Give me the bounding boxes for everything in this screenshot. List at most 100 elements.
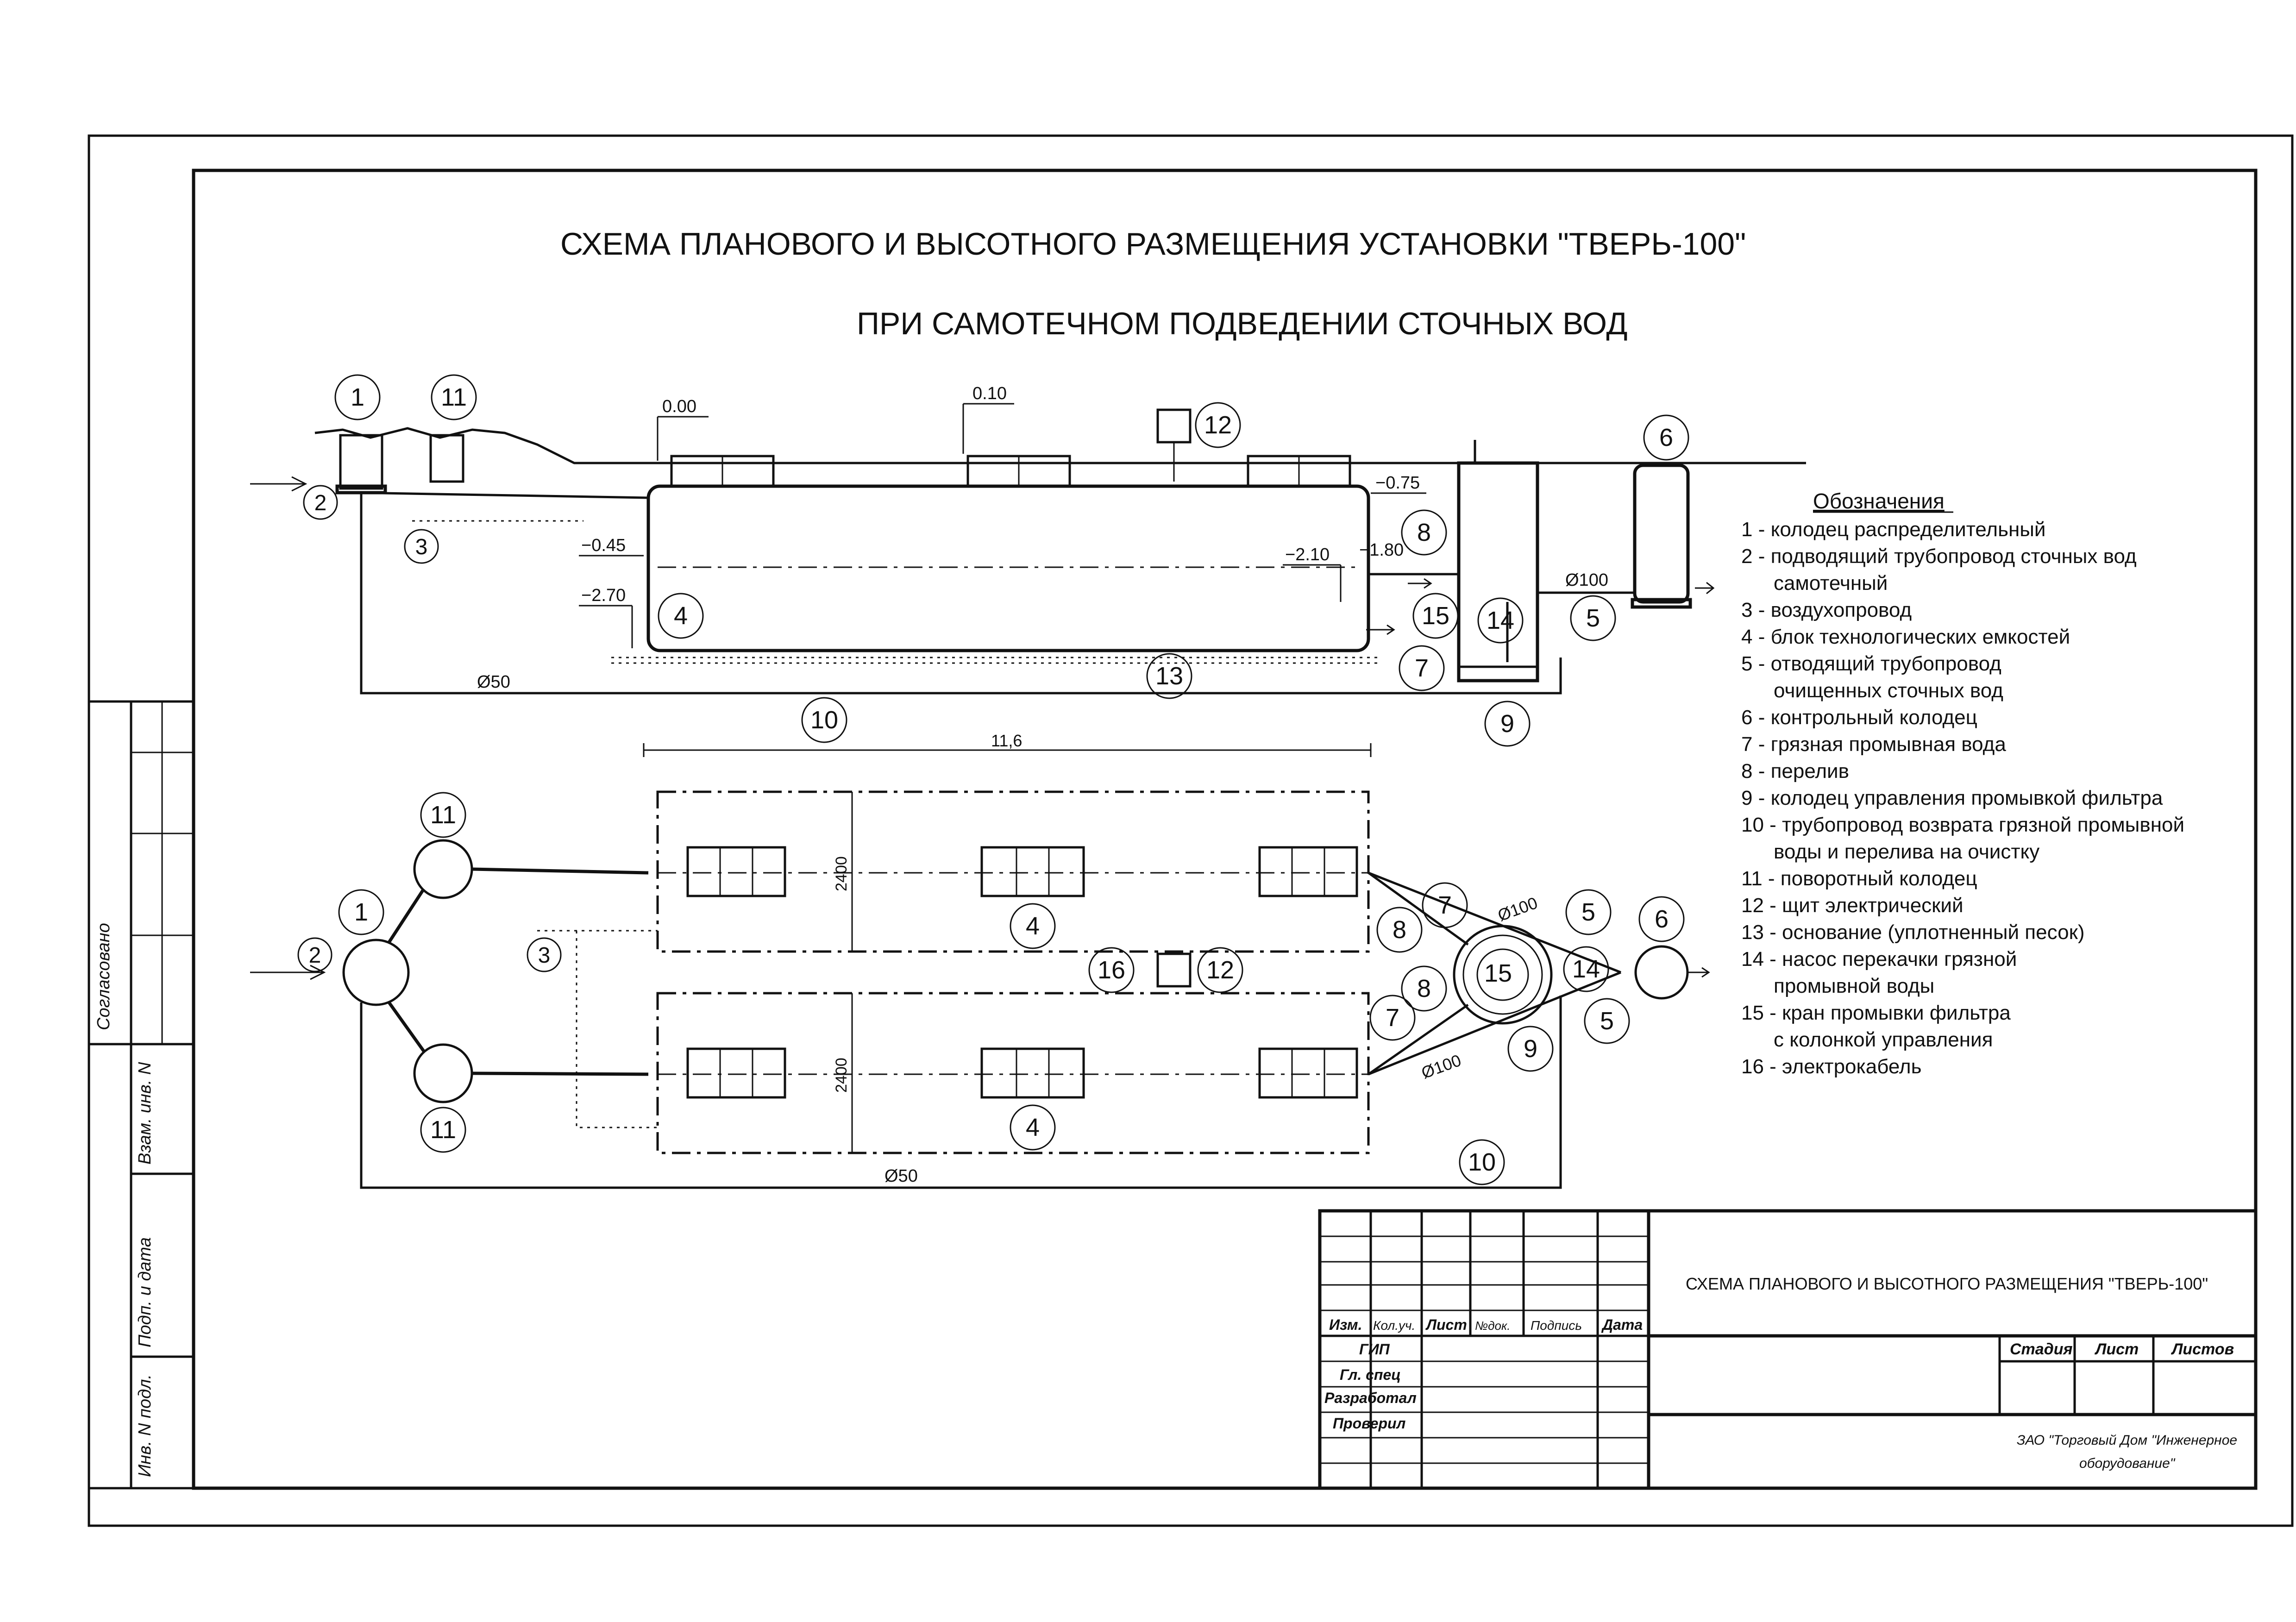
- tb-hdr-stadiya: Стадия: [2010, 1340, 2073, 1358]
- svg-text:2: 2: [314, 491, 327, 515]
- tb-col-podpis: Подпись: [1531, 1318, 1582, 1333]
- svg-text:12: 12: [1206, 956, 1234, 984]
- section-marker-5: 5: [1570, 595, 1616, 641]
- svg-text:3: 3: [538, 943, 551, 968]
- legend-item: 7 - грязная промывная вода: [1741, 733, 2006, 756]
- elev-0-00: 0.00: [662, 397, 696, 416]
- legend-item: 3 - воздухопровод: [1741, 599, 1912, 621]
- svg-text:11: 11: [441, 383, 467, 411]
- svg-text:7: 7: [1415, 654, 1429, 682]
- svg-text:4: 4: [1026, 912, 1040, 940]
- legend-item: 13 - основание (уплотненный песок): [1741, 921, 2084, 944]
- section-well-11: [429, 434, 464, 483]
- section-well-9: [1457, 461, 1539, 683]
- plan-tank-bottom: [656, 992, 1370, 1154]
- legend-item: 6 - контрольный колодец: [1741, 706, 1977, 729]
- tb-row-prover: Проверил: [1333, 1415, 1406, 1432]
- plan-marker-2: 2: [297, 937, 332, 972]
- elev-m2-10: −2.10: [1285, 545, 1330, 564]
- legend-item-continuation: с колонкой управления: [1774, 1028, 1993, 1051]
- svg-text:15: 15: [1484, 959, 1512, 987]
- legend-item: 1 - колодец распределительный: [1741, 518, 2046, 541]
- legend: Обозначения 1 - колодец распределительны…: [1741, 489, 2184, 1078]
- section-marker-1: 1: [334, 374, 381, 420]
- legend-item: 10 - трубопровод возврата грязной промыв…: [1741, 814, 2184, 836]
- section-marker-13: 13: [1146, 653, 1192, 699]
- section-marker-10: 10: [801, 697, 847, 743]
- side-strip: Согласовано Взам. инв. N Подп. и дата Ин…: [88, 700, 195, 1490]
- elev-0-10: 0.10: [972, 384, 1007, 403]
- legend-item-continuation: очищенных сточных вод: [1774, 679, 2003, 702]
- svg-text:14: 14: [1572, 955, 1600, 983]
- title-block: СХЕМА ПЛАНОВОГО И ВЫСОТНОГО РАЗМЕЩЕНИЯ "…: [1318, 1209, 2258, 1490]
- section-marker-15: 15: [1412, 593, 1459, 639]
- svg-text:6: 6: [1655, 905, 1669, 933]
- svg-text:5: 5: [1600, 1007, 1614, 1035]
- svg-text:16: 16: [1098, 956, 1125, 984]
- plan-marker-7-top: 7: [1422, 882, 1468, 928]
- plan-marker-7-bottom: 7: [1369, 995, 1416, 1041]
- tb-row-razrab: Разработал: [1324, 1390, 1417, 1406]
- plan-pipe-d100-bottom: Ø100: [1419, 1051, 1464, 1083]
- svg-text:5: 5: [1586, 604, 1600, 632]
- plan-marker-15: 15: [1484, 959, 1512, 987]
- elev-m2-70: −2.70: [581, 586, 626, 605]
- tb-company-line1: ЗАО "Торговый Дом "Инженерное: [2017, 1433, 2237, 1448]
- plan-well-11-bottom: [413, 1043, 473, 1103]
- legend-item: 8 - перелив: [1741, 760, 1849, 783]
- legend-item: 9 - колодец управления промывкой фильтра: [1741, 787, 2163, 809]
- legend-item: 12 - щит электрический: [1741, 894, 1964, 917]
- dim-width-bottom: 2400: [833, 1058, 850, 1093]
- svg-text:4: 4: [1026, 1114, 1040, 1141]
- svg-text:7: 7: [1386, 1004, 1399, 1032]
- dim-width-top: 2400: [833, 856, 850, 891]
- tb-hdr-list: Лист: [2094, 1340, 2139, 1358]
- plan-marker-5-bottom: 5: [1584, 998, 1630, 1044]
- section-marker-11: 11: [431, 374, 477, 420]
- svg-text:1: 1: [351, 383, 364, 411]
- plan-tank-top: [656, 790, 1370, 953]
- tb-col-list: Лист: [1425, 1316, 1467, 1333]
- legend-heading: Обозначения: [1813, 489, 1945, 513]
- plan-view: 2400 2400 Ø100 Ø100: [250, 790, 1710, 1189]
- plan-well-1: [342, 939, 410, 1006]
- plan-marker-11-top: 11: [420, 792, 466, 838]
- legend-item: 16 - электрокабель: [1741, 1055, 1922, 1078]
- section-view: 0.00 0.10 −0.75 −0.45 −2.70 −2.10 −1.80 …: [250, 374, 1806, 757]
- section-well-1: [339, 434, 383, 490]
- legend-item: 14 - насос перекачки грязной: [1741, 948, 2017, 971]
- svg-text:8: 8: [1393, 916, 1406, 944]
- inv-podl-label: Инв. N подл.: [135, 1374, 155, 1477]
- section-marker-7: 7: [1399, 645, 1445, 691]
- svg-text:3: 3: [415, 535, 428, 559]
- svg-text:2: 2: [309, 943, 321, 968]
- section-marker-2: 2: [303, 485, 338, 520]
- plan-marker-9: 9: [1507, 1026, 1554, 1072]
- svg-text:14: 14: [1487, 607, 1514, 634]
- section-marker-3: 3: [404, 529, 439, 564]
- section-marker-14: 14: [1477, 597, 1524, 644]
- section-pipe-d50: Ø50: [477, 672, 510, 692]
- svg-text:4: 4: [674, 602, 688, 630]
- svg-text:9: 9: [1524, 1035, 1537, 1063]
- plan-marker-11-bottom: 11: [420, 1107, 466, 1153]
- plan-marker-16: 16: [1088, 947, 1135, 993]
- section-marker-8: 8: [1401, 509, 1447, 556]
- tb-company-line2: оборудование": [2079, 1456, 2176, 1471]
- plan-marker-4-top: 4: [1010, 903, 1056, 949]
- section-marker-9: 9: [1484, 701, 1531, 747]
- legend-item: 15 - кран промывки фильтра: [1741, 1002, 2011, 1024]
- tb-col-data: Дата: [1601, 1316, 1643, 1333]
- tb-row-gip: ГИП: [1359, 1341, 1390, 1358]
- svg-text:13: 13: [1155, 662, 1183, 690]
- elev-m0-45: −0.45: [581, 536, 626, 555]
- plan-marker-14: 14: [1563, 946, 1609, 992]
- svg-text:9: 9: [1500, 710, 1514, 738]
- legend-item: 11 - поворотный колодец: [1741, 867, 1977, 890]
- svg-text:8: 8: [1417, 519, 1431, 546]
- svg-text:5: 5: [1581, 898, 1595, 926]
- legend-item: 2 - подводящий трубопровод сточных вод: [1741, 545, 2137, 568]
- svg-text:10: 10: [1468, 1148, 1496, 1176]
- legend-item: 4 - блок технологических емкостей: [1741, 626, 2070, 648]
